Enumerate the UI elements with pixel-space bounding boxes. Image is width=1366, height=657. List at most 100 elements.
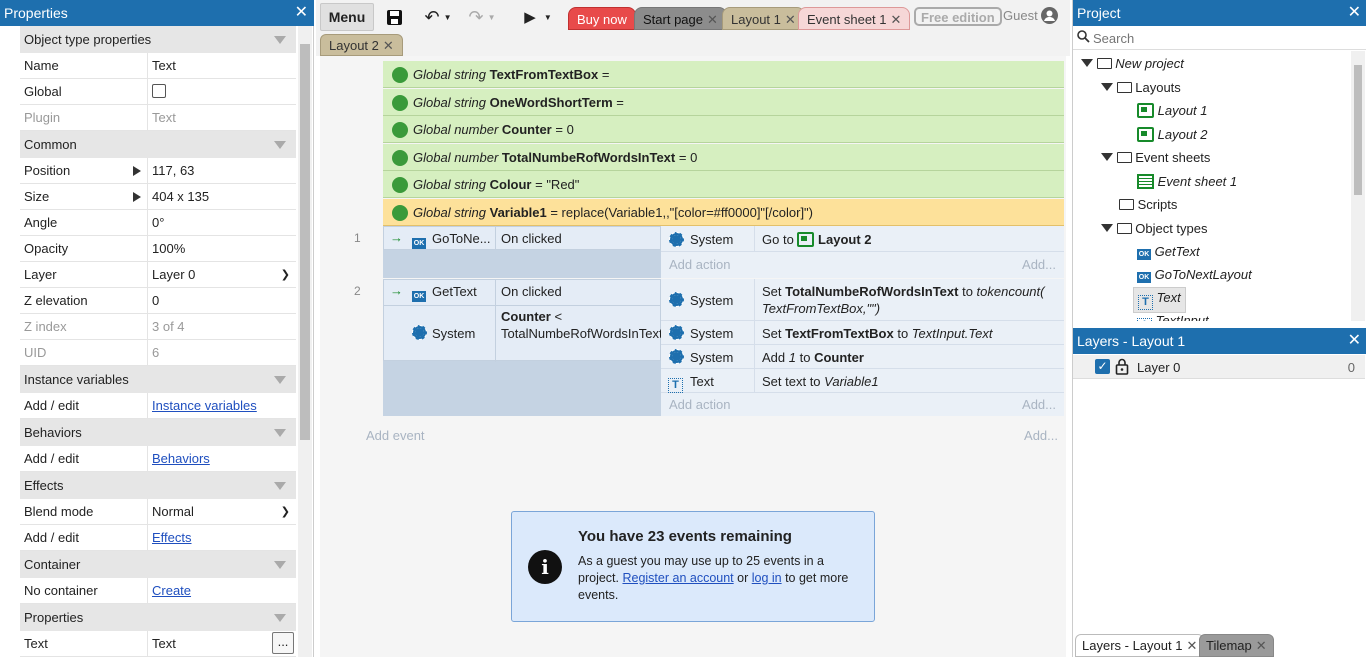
save-icon[interactable] bbox=[382, 3, 406, 31]
login-link[interactable]: log in bbox=[751, 571, 782, 585]
tree-object-gotonextlayout[interactable]: OK GoToNextLayout bbox=[1137, 267, 1252, 283]
instance-variables-link[interactable]: Instance variables bbox=[152, 398, 257, 413]
tree-layout-1[interactable]: Layout 1 bbox=[1137, 103, 1208, 118]
tree-event-sheet-1[interactable]: Event sheet 1 bbox=[1137, 174, 1237, 189]
global-checkbox[interactable] bbox=[152, 84, 166, 98]
caret-down-icon[interactable] bbox=[1101, 153, 1113, 161]
event-1-actions[interactable]: System Go to Layout 2 Add action Add... bbox=[661, 226, 1064, 278]
action-row[interactable]: System Go to Layout 2 bbox=[661, 226, 1064, 252]
prop-zelev-value[interactable]: 0 bbox=[152, 293, 160, 308]
tree-layouts[interactable]: Layouts bbox=[1101, 80, 1181, 95]
guest-label[interactable]: Guest bbox=[1003, 8, 1038, 23]
section-object-type[interactable]: Object type properties bbox=[20, 26, 296, 53]
user-avatar-icon[interactable] bbox=[1041, 7, 1058, 24]
global-var-row[interactable]: Global number Counter = 0 bbox=[383, 116, 1064, 143]
close-properties-icon[interactable]: ✕ bbox=[294, 4, 308, 21]
global-var-row[interactable]: Global string Colour = "Red" bbox=[383, 171, 1064, 198]
close-icon[interactable]: ✕ bbox=[707, 12, 718, 27]
prop-name-value[interactable]: Text bbox=[152, 58, 176, 73]
prop-opacity-value[interactable]: 100% bbox=[152, 241, 186, 256]
properties-scrollbar[interactable] bbox=[298, 26, 312, 657]
global-var-row-selected[interactable]: Global string Variable1 = replace(Variab… bbox=[383, 199, 1064, 226]
event-sheet[interactable]: Global string TextFromTextBox = Global s… bbox=[320, 56, 1066, 657]
section-properties[interactable]: Properties bbox=[20, 604, 296, 631]
close-icon[interactable]: ✕ bbox=[1186, 638, 1198, 653]
tab-tilemap[interactable]: Tilemap✕ bbox=[1199, 634, 1274, 657]
tab-layout-2[interactable]: Layout 2✕ bbox=[320, 34, 403, 56]
layer-visible-checkbox[interactable]: ✓ bbox=[1095, 359, 1110, 374]
global-var-row[interactable]: Global string TextFromTextBox = bbox=[383, 61, 1064, 88]
tab-layout-1[interactable]: Layout 1✕ bbox=[722, 7, 805, 30]
undo-icon[interactable]: ↶▼ bbox=[424, 6, 452, 27]
free-edition-badge[interactable]: Free edition bbox=[914, 7, 1002, 26]
tab-layers-layout-1[interactable]: Layers - Layout 1✕ bbox=[1075, 634, 1205, 657]
action-row[interactable]: System Set TextFromTextBox to TextInput.… bbox=[661, 321, 1064, 345]
redo-icon[interactable]: ↷▼ bbox=[468, 6, 496, 27]
section-behaviors[interactable]: Behaviors bbox=[20, 419, 296, 446]
tree-event-sheets[interactable]: Event sheets bbox=[1101, 150, 1210, 165]
effects-link[interactable]: Effects bbox=[152, 530, 192, 545]
section-effects[interactable]: Effects bbox=[20, 472, 296, 499]
layer-select[interactable]: Layer 0❯ bbox=[148, 262, 296, 287]
global-var-row[interactable]: Global number TotalNumbeRofWordsInText =… bbox=[383, 144, 1064, 171]
play-icon[interactable]: ▶▼ bbox=[524, 9, 552, 26]
action-row[interactable]: System Add 1 to Counter bbox=[661, 345, 1064, 369]
condition-object[interactable]: System bbox=[432, 326, 476, 341]
edit-text-button[interactable]: ... bbox=[272, 632, 294, 654]
tab-start-page[interactable]: Start page✕ bbox=[634, 7, 727, 30]
condition-text[interactable]: On clicked bbox=[501, 231, 562, 246]
section-instance-vars[interactable]: Instance variables bbox=[20, 366, 296, 393]
expand-size-icon[interactable] bbox=[133, 192, 141, 202]
action-row[interactable]: System Set TotalNumbeRofWordsInText to t… bbox=[661, 279, 1064, 321]
lock-icon[interactable] bbox=[1115, 358, 1129, 378]
add-link[interactable]: Add... bbox=[1022, 257, 1056, 272]
buy-now-button[interactable]: Buy now bbox=[568, 7, 636, 30]
project-search[interactable] bbox=[1073, 26, 1366, 50]
search-input[interactable] bbox=[1093, 28, 1353, 48]
add-action-link[interactable]: Add action bbox=[669, 397, 731, 412]
close-icon[interactable]: ✕ bbox=[890, 12, 902, 27]
tab-event-sheet-1[interactable]: Event sheet 1✕ bbox=[798, 7, 911, 30]
tree-object-types[interactable]: Object types bbox=[1101, 221, 1208, 236]
close-icon[interactable]: ✕ bbox=[1255, 638, 1267, 653]
tree-root[interactable]: New project bbox=[1081, 56, 1184, 71]
prop-position-value[interactable]: 117, 63 bbox=[152, 163, 195, 178]
event-1-conditions[interactable]: → OK GoToNe... On clicked bbox=[383, 226, 661, 250]
scrollbar-thumb[interactable] bbox=[300, 44, 310, 440]
global-var-row[interactable]: Global string OneWordShortTerm = bbox=[383, 89, 1064, 116]
tree-object-gettext[interactable]: OK GetText bbox=[1137, 244, 1200, 260]
add-event-link[interactable]: Add event bbox=[366, 428, 425, 443]
add-link[interactable]: Add... bbox=[1024, 428, 1058, 443]
caret-down-icon[interactable] bbox=[1081, 59, 1093, 67]
event-2-conditions[interactable]: → OK GetText On clicked System Counter <… bbox=[383, 279, 677, 362]
section-container[interactable]: Container bbox=[20, 551, 296, 578]
add-link[interactable]: Add... bbox=[1022, 397, 1056, 412]
expand-position-icon[interactable] bbox=[133, 166, 141, 176]
menu-button[interactable]: Menu bbox=[320, 3, 374, 31]
caret-down-icon[interactable] bbox=[1101, 83, 1113, 91]
prop-angle-value[interactable]: 0° bbox=[152, 215, 165, 230]
tree-layout-2[interactable]: Layout 2 bbox=[1137, 127, 1208, 142]
close-icon[interactable]: ✕ bbox=[382, 38, 394, 53]
create-container-link[interactable]: Create bbox=[152, 583, 192, 598]
blend-select[interactable]: Normal❯ bbox=[148, 499, 296, 524]
condition-object[interactable]: GetText bbox=[432, 284, 477, 299]
section-common[interactable]: Common bbox=[20, 131, 296, 158]
close-project-icon[interactable]: ✕ bbox=[1347, 4, 1361, 21]
condition-text[interactable]: On clicked bbox=[501, 284, 562, 299]
close-icon[interactable]: ✕ bbox=[784, 12, 796, 27]
condition-object[interactable]: GoToNe... bbox=[432, 231, 491, 246]
prop-size-value[interactable]: 404 x 135 bbox=[152, 189, 210, 204]
tree-scripts[interactable]: Scripts bbox=[1119, 197, 1177, 212]
register-link[interactable]: Register an account bbox=[622, 571, 734, 585]
layer-row[interactable]: ✓ Layer 0 0 bbox=[1073, 355, 1365, 379]
add-action-link[interactable]: Add action bbox=[669, 257, 731, 272]
tree-object-textinput[interactable]: I TextInput bbox=[1137, 313, 1209, 321]
tree-object-text-selected[interactable]: T Text bbox=[1133, 287, 1186, 313]
project-scrollbar[interactable] bbox=[1351, 51, 1365, 321]
behaviors-link[interactable]: Behaviors bbox=[152, 451, 210, 466]
caret-down-icon[interactable] bbox=[1101, 224, 1113, 232]
event-2-actions[interactable]: System Set TotalNumbeRofWordsInText to t… bbox=[661, 279, 1064, 416]
close-layers-icon[interactable]: ✕ bbox=[1347, 332, 1361, 349]
action-row[interactable]: T Text Set text to Variable1 bbox=[661, 369, 1064, 393]
